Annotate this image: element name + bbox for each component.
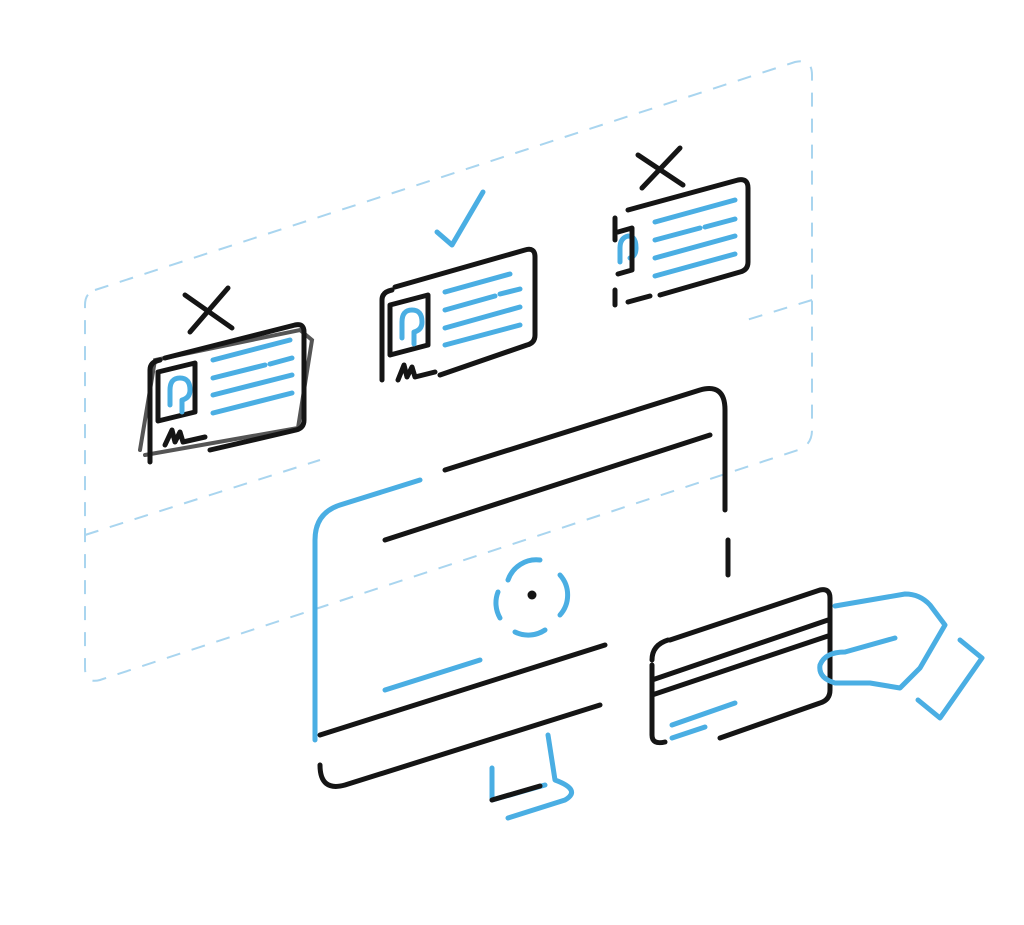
monitor xyxy=(312,386,731,821)
cross-icon xyxy=(635,145,686,191)
id-card-rejected-left xyxy=(138,285,315,465)
check-icon xyxy=(434,189,486,248)
cross-icon xyxy=(182,285,235,335)
dashed-panel xyxy=(84,60,813,682)
id-card-rejected-right xyxy=(612,145,751,308)
credit-card-in-hand xyxy=(649,587,985,746)
id-card-accepted-center xyxy=(379,189,538,383)
scan-target-icon xyxy=(493,557,571,638)
